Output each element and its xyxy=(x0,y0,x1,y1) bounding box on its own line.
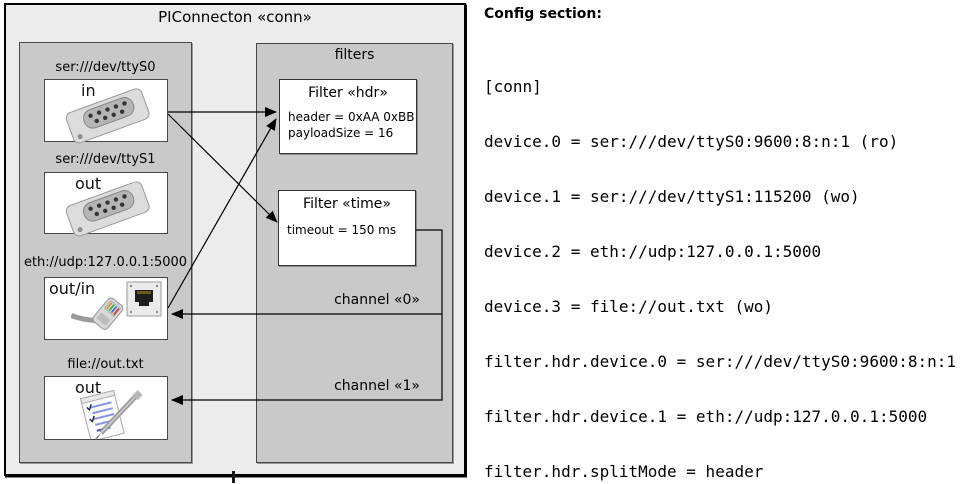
device-url-ttys1: ser:///dev/ttyS1 xyxy=(55,152,156,167)
config-listing: [conn] device.0 = ser:///dev/ttyS0:9600:… xyxy=(484,41,962,484)
device-box-ttys1: out xyxy=(44,172,168,237)
device-box-ttys0: in xyxy=(44,79,168,144)
config-line: device.1 = ser:///dev/ttyS1:115200 (wo) xyxy=(484,186,860,206)
device-role-label: in xyxy=(81,81,96,100)
device-box-eth: out/in xyxy=(44,277,168,340)
ethernet-cable-icon xyxy=(70,292,141,344)
device-role-label: out/in xyxy=(49,279,96,298)
serial-db9-connector-icon xyxy=(59,181,155,237)
bottom-notch xyxy=(232,471,235,483)
filter-hdr-prop-payloadsize: payloadSize = 16 xyxy=(288,126,394,140)
channel-0-label: channel «0» xyxy=(334,292,420,308)
device-role-label: out xyxy=(75,378,102,397)
config-line: device.2 = eth://udp:127.0.0.1:5000 xyxy=(484,241,822,261)
config-line: filter.hdr.device.1 = eth://udp:127.0.0.… xyxy=(484,406,928,426)
device-box-file: out xyxy=(44,376,168,443)
config-line: device.3 = file://out.txt (wo) xyxy=(484,296,773,316)
filter-hdr-title: Filter «hdr» xyxy=(308,85,388,101)
config-line: filter.hdr.device.0 = ser:///dev/ttyS0:9… xyxy=(484,351,957,371)
filter-box-time: Filter «time» timeout = 150 ms xyxy=(278,190,416,266)
serial-db9-connector-icon xyxy=(59,88,155,144)
notepad-pencil-icon xyxy=(71,389,149,443)
filter-time-title: Filter «time» xyxy=(303,196,391,212)
config-section-title: Config section: xyxy=(484,6,602,22)
filter-hdr-prop-header: header = 0xAA 0xBB xyxy=(288,110,415,124)
piconnector-title: PIConnecton «conn» xyxy=(158,8,312,26)
ethernet-port-icon xyxy=(126,281,162,321)
filter-time-prop-timeout: timeout = 150 ms xyxy=(287,223,397,237)
device-url-file: file://out.txt xyxy=(67,357,144,372)
config-line: device.0 = ser:///dev/ttyS0:9600:8:n:1 (… xyxy=(484,131,899,151)
device-url-ttys0: ser:///dev/ttyS0 xyxy=(55,60,156,75)
config-line: [conn] xyxy=(484,76,542,96)
config-line: filter.hdr.splitMode = header xyxy=(484,461,764,481)
filters-group-title: filters xyxy=(334,47,375,63)
channel-1-label: channel «1» xyxy=(334,378,420,394)
device-url-eth: eth://udp:127.0.0.1:5000 xyxy=(23,255,188,270)
filter-box-hdr: Filter «hdr» header = 0xAA 0xBB payloadS… xyxy=(279,79,417,154)
device-role-label: out xyxy=(75,174,102,193)
